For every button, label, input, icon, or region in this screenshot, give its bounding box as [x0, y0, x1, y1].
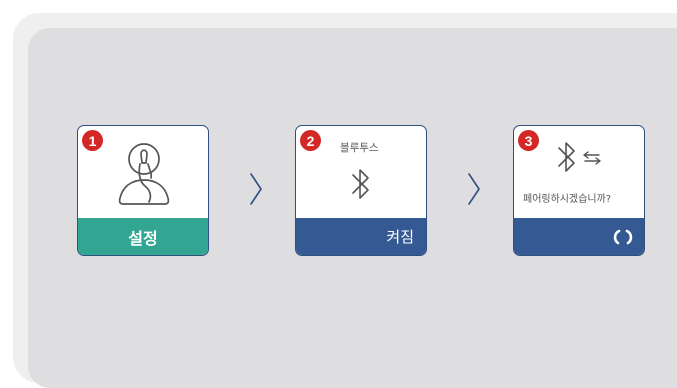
step-card-2-top: 2 블루투스	[296, 126, 426, 217]
step-card-3-bottom	[514, 218, 644, 255]
person-with-cannula-icon	[118, 143, 170, 205]
loading-spinner-icon	[613, 229, 633, 244]
on-status-label: 켜짐	[386, 228, 414, 246]
bluetooth-icon	[558, 142, 575, 172]
step-badge-2: 2	[300, 130, 321, 151]
step-card-3: 3 페어링하시겠습니까?	[513, 125, 645, 256]
settings-label: 설정	[128, 228, 158, 248]
chevron-right-icon	[250, 173, 262, 205]
step-card-1-bottom: 설정	[78, 218, 208, 255]
bluetooth-label: 블루투스	[340, 142, 379, 154]
step-card-2: 2 블루투스 켜짐	[295, 125, 427, 256]
step-badge-1: 1	[82, 130, 103, 151]
bluetooth-icon	[352, 169, 369, 199]
pairing-question-label: 페어링하시겠습니까?	[523, 194, 612, 205]
step-card-1: 1 설정	[77, 125, 209, 256]
step-badge-3: 3	[518, 130, 539, 151]
pairing-arrows-icon	[583, 151, 601, 165]
step-card-3-top: 3 페어링하시겠습니까?	[514, 126, 644, 217]
chevron-right-icon	[468, 173, 480, 205]
step-card-2-bottom: 켜짐	[296, 218, 426, 255]
step-card-1-top: 1	[78, 126, 208, 217]
